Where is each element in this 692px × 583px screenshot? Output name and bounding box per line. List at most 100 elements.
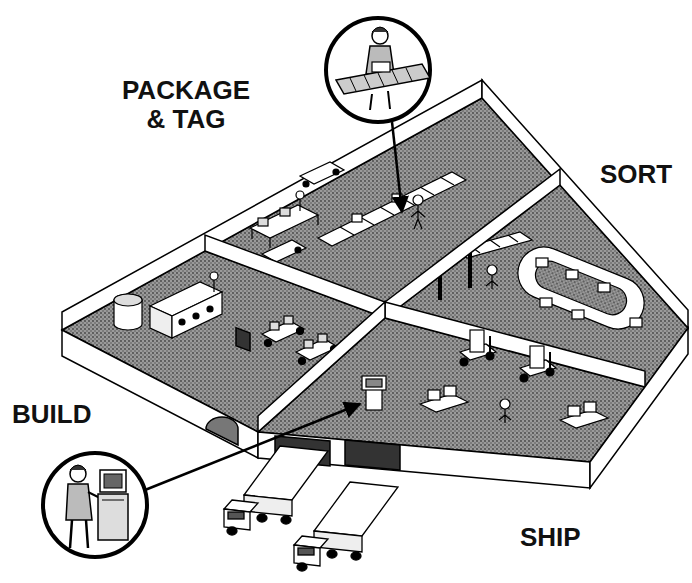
sort-equipment	[630, 318, 642, 327]
ship-equipment	[530, 346, 544, 368]
ship-equipment	[444, 386, 456, 396]
package-equipment	[411, 205, 425, 229]
ship-equipment	[366, 379, 382, 387]
callout-conveyor-worker	[326, 18, 430, 212]
ship-equipment	[584, 402, 596, 412]
inner-wall	[385, 169, 560, 318]
callout-conveyor-worker	[326, 18, 430, 122]
ship-equipment	[560, 410, 608, 428]
callout-terminal-worker	[70, 520, 88, 548]
build-equipment	[299, 358, 306, 365]
ship-equipment	[499, 409, 511, 423]
truck	[224, 509, 250, 530]
callout-terminal-worker	[98, 494, 128, 540]
build-equipment	[114, 272, 338, 365]
build-equipment	[265, 340, 272, 347]
truck	[257, 514, 267, 522]
truck	[224, 446, 328, 535]
callout-terminal-worker	[102, 500, 124, 501]
room-label: BUILD	[12, 400, 91, 429]
build-equipment	[114, 294, 142, 306]
sort-equipment	[572, 310, 584, 319]
truck	[227, 527, 237, 535]
package-equipment	[250, 205, 318, 238]
inner-wall	[258, 302, 645, 432]
room-label: SHIP	[520, 523, 581, 552]
package-equipment	[318, 172, 466, 246]
callout-conveyor-worker	[392, 122, 402, 212]
package-equipment	[303, 181, 309, 187]
build-equipment	[318, 334, 327, 342]
sort-equipment	[510, 239, 652, 337]
front-wall	[62, 330, 258, 458]
build-equipment	[284, 316, 293, 324]
sort-equipment	[598, 283, 610, 292]
truck	[281, 516, 291, 524]
build-equipment	[297, 328, 304, 335]
truck	[298, 548, 314, 555]
callout-terminal-worker	[145, 404, 360, 490]
build-equipment	[179, 319, 185, 325]
room-label: PACKAGE & TAG	[110, 76, 262, 133]
ship-equipment	[362, 376, 386, 390]
inner-wall	[258, 302, 385, 432]
callout-conveyor-worker	[372, 62, 390, 72]
build-equipment	[270, 322, 279, 330]
ship-equipment	[546, 368, 554, 376]
build-equipment	[304, 340, 313, 348]
package-equipment	[258, 218, 268, 226]
package-equipment	[299, 199, 300, 211]
ship-equipment	[470, 330, 484, 352]
truck	[228, 512, 244, 519]
truck	[314, 482, 398, 536]
inner-wall	[385, 302, 645, 387]
package-equipment	[250, 162, 466, 265]
build-equipment	[262, 321, 304, 342]
callout-conveyor-worker	[372, 28, 388, 44]
package-equipment	[295, 247, 301, 253]
build-equipment	[193, 313, 199, 319]
door-arch	[206, 417, 238, 445]
door	[236, 328, 250, 351]
ship-equipment	[568, 406, 580, 416]
package-equipment	[352, 214, 362, 222]
callout-conveyor-worker	[366, 46, 394, 74]
truck	[294, 545, 320, 566]
ship-equipment	[520, 374, 528, 382]
package-equipment	[296, 191, 304, 199]
callout-terminal-worker	[104, 474, 122, 488]
ship-equipment	[428, 390, 440, 400]
truck	[327, 550, 337, 558]
truck	[294, 482, 398, 571]
front-wall	[590, 328, 688, 488]
build-equipment	[150, 306, 172, 338]
build-equipment	[210, 272, 218, 280]
front-wall	[62, 328, 688, 488]
package-equipment	[333, 169, 339, 175]
package-equipment	[413, 195, 423, 205]
sort-equipment	[540, 298, 552, 307]
ship-equipment	[362, 330, 608, 428]
package-equipment	[280, 208, 290, 216]
ship-equipment	[460, 358, 468, 366]
callout-conveyor-worker	[370, 91, 390, 110]
sort-equipment	[566, 270, 578, 279]
ship-equipment	[366, 388, 382, 410]
ship-equipment	[486, 352, 494, 360]
sort-equipment	[536, 258, 548, 267]
inner-wall	[205, 169, 560, 351]
callout-terminal-worker	[100, 470, 126, 492]
build-equipment	[213, 280, 214, 292]
ship-equipment	[420, 394, 468, 412]
callout-terminal-worker	[66, 484, 92, 520]
inner-wall	[205, 235, 385, 318]
sort-equipment	[486, 275, 498, 289]
truck	[244, 446, 328, 500]
build-floor	[62, 251, 385, 432]
ship-equipment	[500, 399, 510, 409]
callout-terminal-worker	[70, 465, 86, 470]
build-equipment	[172, 292, 222, 338]
